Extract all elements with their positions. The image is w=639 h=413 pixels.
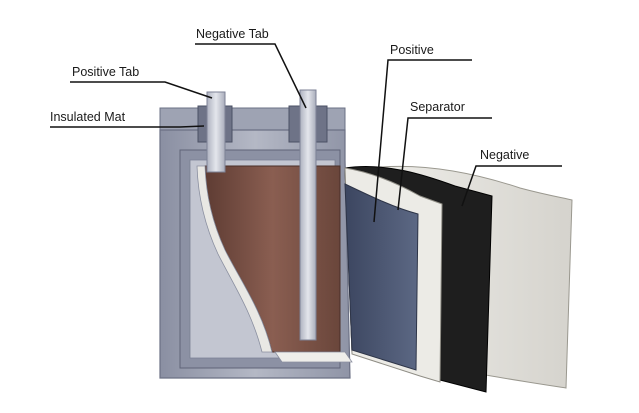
label-positive-tab: Positive Tab — [72, 65, 139, 79]
negative-tab — [299, 89, 317, 341]
label-insulated-mat: Insulated Mat — [50, 110, 126, 124]
wrap-edge — [196, 165, 273, 353]
label-negative: Negative — [480, 148, 529, 162]
positive-sheet — [344, 183, 419, 371]
positive-tab — [206, 91, 226, 173]
leader-positive — [373, 59, 472, 223]
label-positive: Positive — [390, 43, 434, 57]
leader-negative-tab — [195, 43, 307, 109]
core-bottom-edge — [274, 351, 353, 363]
leader-positive-tab — [70, 81, 213, 99]
leader-separator — [397, 117, 492, 211]
label-negative-tab: Negative Tab — [196, 27, 269, 41]
leader-insulated-mat — [50, 125, 205, 128]
leader-negative — [461, 165, 562, 207]
label-separator: Separator — [410, 100, 465, 114]
